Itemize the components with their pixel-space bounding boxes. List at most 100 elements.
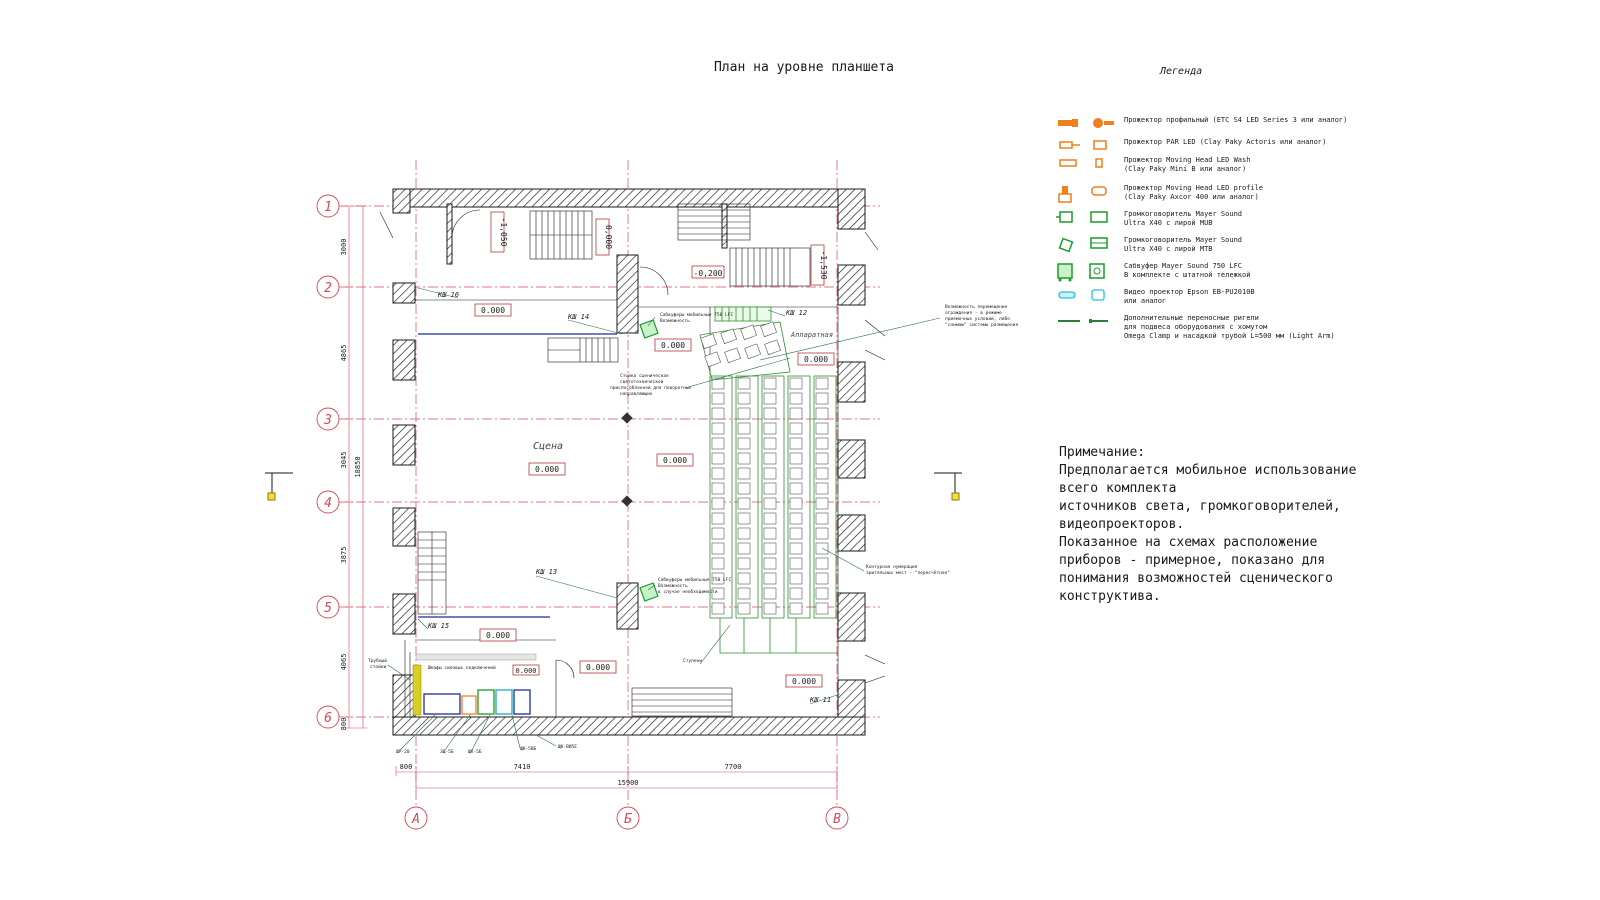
seat bbox=[789, 407, 803, 420]
light-arm-icon-2 bbox=[1089, 319, 1108, 323]
seat bbox=[737, 602, 751, 615]
dim-left-3: 3045 bbox=[340, 452, 348, 469]
note-line: конструктива. bbox=[1059, 589, 1161, 604]
seat bbox=[711, 572, 725, 585]
seating-block bbox=[709, 375, 838, 654]
columns bbox=[621, 412, 633, 507]
breaker-label-1: ШР-20 bbox=[396, 749, 410, 755]
walls bbox=[392, 188, 866, 736]
seat bbox=[737, 557, 751, 570]
seat bbox=[711, 422, 725, 435]
dim-bottom-3: 7700 bbox=[725, 763, 742, 771]
legend-text: Прожектор Moving Head LED profile (Clay … bbox=[1124, 184, 1264, 201]
seat bbox=[711, 527, 725, 540]
room-label-stage: Сцена bbox=[533, 441, 563, 452]
seat bbox=[737, 512, 751, 525]
right-note-4: "снимаю" системы размещения bbox=[945, 322, 1018, 328]
seat bbox=[815, 467, 829, 480]
axis-bubble-5 bbox=[316, 595, 340, 619]
dim-left-1: 3000 bbox=[340, 239, 348, 256]
note-line: Показанное на схемах расположение bbox=[1059, 535, 1318, 550]
seat bbox=[711, 587, 725, 600]
par-led-icon bbox=[1059, 141, 1080, 149]
seat bbox=[763, 527, 777, 540]
seat bbox=[737, 542, 751, 555]
axis-bubble-1 bbox=[316, 194, 340, 218]
equipment-racks bbox=[412, 653, 537, 716]
level-bottom-small: 0.000 bbox=[515, 667, 536, 675]
seat bbox=[737, 422, 751, 435]
legend-item-moving-head-profile: Прожектор Moving Head LED profile (Clay … bbox=[1050, 184, 1350, 208]
seating-outline bbox=[719, 618, 838, 654]
subwoofer-icon-2 bbox=[1089, 263, 1105, 279]
rack-note: Шкафы силовых подключений bbox=[428, 665, 496, 671]
seat bbox=[815, 377, 829, 390]
seat bbox=[711, 437, 725, 450]
seat bbox=[815, 572, 829, 585]
axis-bubble-v bbox=[825, 806, 849, 830]
dim-bottom-1: 800 bbox=[400, 763, 413, 771]
seat bbox=[815, 482, 829, 495]
seat bbox=[815, 422, 829, 435]
seat bbox=[789, 497, 803, 510]
ksh12-label: КШ 12 bbox=[785, 309, 807, 317]
ksh14-label: КШ 14 bbox=[567, 313, 589, 321]
legend-item-subwoofer: Сабвуфер Mayer Sound 750 LFC В комплекте… bbox=[1050, 262, 1350, 286]
seat bbox=[763, 482, 777, 495]
axis-label-v: В bbox=[833, 812, 841, 827]
loudspeaker-mtb-icon bbox=[1058, 237, 1074, 253]
seat bbox=[711, 497, 725, 510]
moving-head-wash-icon bbox=[1059, 159, 1077, 167]
level-hall: 0.000 bbox=[663, 456, 687, 465]
section-marker-right bbox=[934, 472, 962, 501]
seat bbox=[815, 512, 829, 525]
legend-item-light-arm: Дополнительные переносные ригели для под… bbox=[1050, 314, 1350, 348]
legend-text: Громкоговоритель Mayer Sound Ultra X40 с… bbox=[1124, 210, 1243, 227]
legend-text: Дополнительные переносные ригели для под… bbox=[1124, 314, 1335, 340]
level-main-top: 0.000 bbox=[481, 306, 505, 315]
seat bbox=[711, 557, 725, 570]
seat-row-rail bbox=[761, 375, 785, 619]
profile-spot-icon bbox=[1058, 119, 1078, 127]
seat bbox=[789, 557, 803, 570]
seat bbox=[737, 482, 751, 495]
legend-item-loudspeaker-mtb: Громкоговоритель Mayer Sound Ultra X40 с… bbox=[1050, 236, 1350, 260]
level-top-mid: -0,200 bbox=[694, 269, 723, 278]
axis-label-6: 6 bbox=[324, 711, 332, 726]
seat bbox=[789, 437, 803, 450]
seat bbox=[789, 467, 803, 480]
seat bbox=[763, 587, 777, 600]
breaker-label-4: ЩК-5ВБ bbox=[520, 746, 537, 752]
seat bbox=[815, 437, 829, 450]
video-projector-icon bbox=[1058, 291, 1076, 299]
seat-row-rail bbox=[709, 375, 733, 619]
axis-bubble-3 bbox=[316, 407, 340, 431]
seat bbox=[789, 422, 803, 435]
axis-bubble-b bbox=[616, 806, 640, 830]
blue-rails bbox=[418, 333, 617, 618]
seat bbox=[711, 377, 725, 390]
axis-bubble-a bbox=[404, 806, 428, 830]
seat bbox=[815, 497, 829, 510]
seat bbox=[711, 392, 725, 405]
loudspeaker-mub-icon-2 bbox=[1090, 211, 1108, 223]
seat bbox=[711, 542, 725, 555]
note-title: Примечание: bbox=[1059, 445, 1146, 460]
seat bbox=[789, 392, 803, 405]
axis-label-b: Б bbox=[624, 812, 632, 827]
seat bbox=[737, 407, 751, 420]
stairs-top bbox=[417, 203, 811, 717]
seat bbox=[763, 557, 777, 570]
legend-item-moving-head-wash: Прожектор Moving Head LED Wash (Clay Pak… bbox=[1050, 156, 1350, 180]
stairs-note: Ступени bbox=[683, 658, 702, 664]
seat bbox=[763, 437, 777, 450]
seat bbox=[815, 392, 829, 405]
apparatus-chairs bbox=[700, 321, 782, 368]
dim-left-2: 4865 bbox=[340, 345, 348, 362]
seat bbox=[763, 542, 777, 555]
legend-text: Прожектор PAR LED (Clay Paky Actoris или… bbox=[1124, 138, 1327, 146]
legend-text: Прожектор профильный (ETC S4 LED Series … bbox=[1124, 116, 1348, 124]
seats-note-2: зрительных мест - "пересчётная" bbox=[866, 570, 950, 576]
axis-label-5: 5 bbox=[324, 601, 332, 616]
seat-row-rail bbox=[787, 375, 811, 619]
